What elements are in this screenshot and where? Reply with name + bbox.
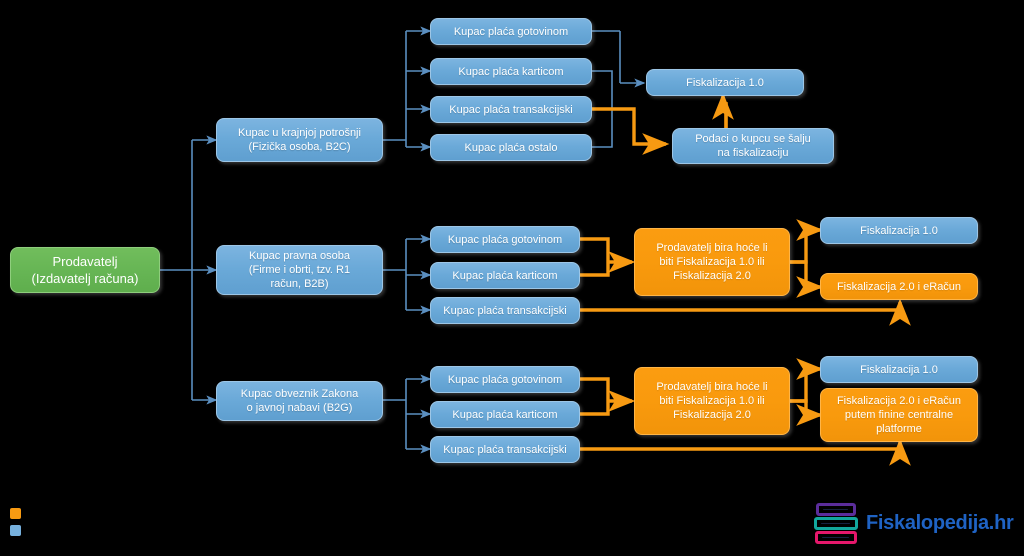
book-bottom-icon (815, 531, 857, 544)
node-b2c-payment-bank-label: Kupac plaća transakcijski (449, 103, 573, 116)
node-b2c-payment-card-label: Kupac plaća karticom (458, 65, 564, 78)
node-b2c-payment-cash-label: Kupac plaća gotovinom (453, 25, 569, 38)
node-buyer-b2g[interactable]: Kupac obveznik Zakona o javnoj nabavi (B… (216, 381, 383, 421)
node-b2c-payment-other[interactable]: Kupac plaća ostalo (430, 134, 592, 161)
node-b2g-decision-line3: Fiskalizacija 2.0 (673, 409, 751, 421)
node-buyer-b2c[interactable]: Kupac u krajnjoj potrošnji (Fizička osob… (216, 118, 383, 162)
node-b2c-podaci-o-kupcu[interactable]: Podaci o kupcu se šalju na fiskalizaciju (672, 128, 834, 164)
node-b2b-payment-cash-label: Kupac plaća gotovinom (447, 233, 563, 246)
node-buyer-b2c-line1: Kupac u krajnjoj potrošnji (238, 127, 361, 139)
legend-swatch-orange-icon (10, 508, 21, 519)
node-buyer-b2g-line1: Kupac obveznik Zakona (240, 388, 359, 400)
node-b2b-payment-cash[interactable]: Kupac plaća gotovinom (430, 226, 580, 253)
node-b2c-payment-bank[interactable]: Kupac plaća transakcijski (430, 96, 592, 123)
node-b2b-decision-line3: Fiskalizacija 2.0 (673, 270, 751, 282)
legend-swatch-blue-icon (10, 525, 21, 536)
node-b2b-fiskalizacija-20-eracun[interactable]: Fiskalizacija 2.0 i eRačun (820, 273, 978, 300)
node-prodavatelj-line1: Prodavatelj (52, 254, 118, 269)
node-b2b-payment-bank-label: Kupac plaća transakcijski (443, 304, 567, 317)
node-b2b-fiskalizacija-10[interactable]: Fiskalizacija 1.0 (820, 217, 978, 244)
node-buyer-b2b[interactable]: Kupac pravna osoba (Firme i obrti, tzv. … (216, 245, 383, 295)
node-b2c-payment-cash[interactable]: Kupac plaća gotovinom (430, 18, 592, 45)
node-buyer-b2b-line3: račun, B2B) (270, 278, 329, 290)
node-b2b-decision[interactable]: Prodavatelj bira hoće li biti Fiskalizac… (634, 228, 790, 296)
node-prodavatelj[interactable]: Prodavatelj (Izdavatelj računa) (10, 247, 160, 293)
node-buyer-b2g-line2: o javnoj nabavi (B2G) (246, 402, 353, 414)
node-b2g-decision-line1: Prodavatelj bira hoće li (656, 381, 768, 393)
node-b2g-fisk20-line2: putem finine centralne (844, 409, 954, 421)
node-buyer-b2b-line1: Kupac pravna osoba (249, 250, 350, 262)
node-b2g-payment-cash[interactable]: Kupac plaća gotovinom (430, 366, 580, 393)
node-b2g-fiskalizacija-20-fina[interactable]: Fiskalizacija 2.0 i eRačun putem finine … (820, 388, 978, 442)
legend (10, 505, 28, 539)
node-b2g-payment-bank[interactable]: Kupac plaća transakcijski (430, 436, 580, 463)
node-b2g-decision[interactable]: Prodavatelj bira hoće li biti Fiskalizac… (634, 367, 790, 435)
node-buyer-b2b-line2: (Firme i obrti, tzv. R1 (248, 264, 351, 276)
node-buyer-b2c-line2: (Fizička osoba, B2C) (248, 141, 351, 153)
node-b2b-fiskalizacija-20-label: Fiskalizacija 2.0 i eRačun (836, 280, 962, 293)
node-b2c-payment-other-label: Kupac plaća ostalo (464, 141, 558, 154)
node-b2g-fiskalizacija-10-label: Fiskalizacija 1.0 (860, 363, 938, 376)
node-prodavatelj-line2: (Izdavatelj računa) (31, 271, 139, 286)
books-stack-icon (812, 500, 860, 546)
node-b2c-fiskalizacija-10-label: Fiskalizacija 1.0 (686, 76, 764, 89)
node-b2g-fiskalizacija-10[interactable]: Fiskalizacija 1.0 (820, 356, 978, 383)
brand-logo[interactable]: Fiskalopedija.hr (812, 500, 1014, 546)
node-b2c-podaci-line1: Podaci o kupcu se šalju (695, 133, 811, 145)
node-b2b-fiskalizacija-10-label: Fiskalizacija 1.0 (860, 224, 938, 237)
node-b2g-decision-line2: biti Fiskalizacija 1.0 ili (659, 395, 765, 407)
node-b2g-payment-bank-label: Kupac plaća transakcijski (443, 443, 567, 456)
node-b2g-payment-cash-label: Kupac plaća gotovinom (447, 373, 563, 386)
node-b2b-decision-line2: biti Fiskalizacija 1.0 ili (659, 256, 765, 268)
node-b2b-payment-bank[interactable]: Kupac plaća transakcijski (430, 297, 580, 324)
node-b2g-fisk20-line3: platforme (876, 423, 922, 435)
node-b2c-podaci-line2: na fiskalizaciju (717, 147, 789, 159)
node-b2c-payment-card[interactable]: Kupac plaća karticom (430, 58, 592, 85)
node-b2g-fisk20-line1: Fiskalizacija 2.0 i eRačun (836, 395, 962, 407)
node-b2g-payment-card[interactable]: Kupac plaća karticom (430, 401, 580, 428)
node-b2b-payment-card[interactable]: Kupac plaća karticom (430, 262, 580, 289)
node-b2b-payment-card-label: Kupac plaća karticom (452, 269, 558, 282)
brand-name: Fiskalopedija.hr (866, 511, 1014, 534)
legend-item-orange (10, 505, 28, 522)
node-b2b-decision-line1: Prodavatelj bira hoće li (656, 242, 768, 254)
book-middle-icon (814, 517, 858, 530)
node-b2c-fiskalizacija-10[interactable]: Fiskalizacija 1.0 (646, 69, 804, 96)
book-top-icon (816, 503, 856, 516)
legend-item-blue (10, 522, 28, 539)
node-b2g-payment-card-label: Kupac plaća karticom (452, 408, 558, 421)
